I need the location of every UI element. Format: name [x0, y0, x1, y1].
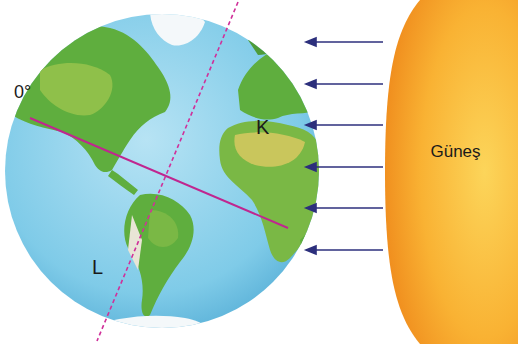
- globe: [5, 14, 319, 328]
- sun-label: Güneş: [430, 142, 480, 162]
- continents: [5, 8, 320, 344]
- point-label: L: [92, 256, 103, 279]
- degree-label: 0°: [14, 82, 31, 103]
- sun-shape: [385, 0, 518, 344]
- dashed-axis: [97, 2, 238, 341]
- sun-rays: [306, 38, 383, 254]
- point-label: K: [256, 116, 269, 139]
- sun-label-box: Güneş: [426, 139, 485, 165]
- equator-line: [30, 118, 288, 228]
